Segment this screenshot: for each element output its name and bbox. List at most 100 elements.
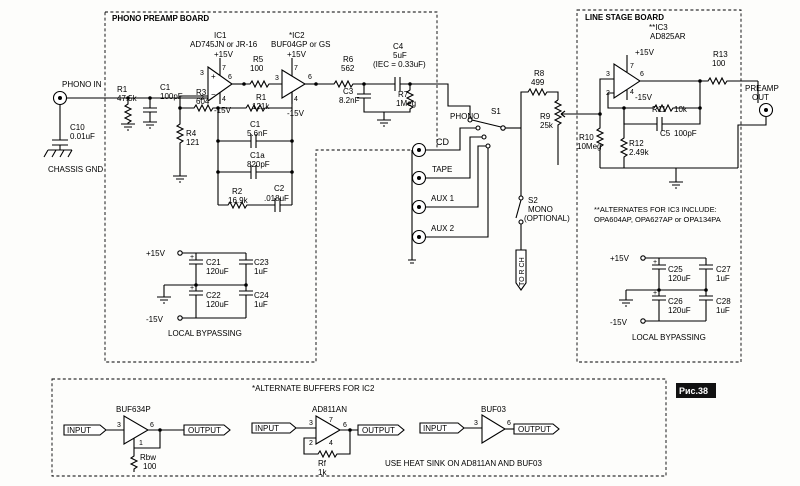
ic3-pin6: 6	[640, 71, 644, 78]
r12-ref: R12	[629, 139, 644, 148]
r10-ref: R10	[579, 133, 594, 142]
preamp-out-label-2: OUT	[752, 93, 769, 102]
ad811an-input-arrow	[251, 422, 297, 434]
s1-ref: S1	[491, 107, 501, 116]
r5-ref: R5	[253, 55, 264, 64]
ad811an-symbol	[296, 415, 358, 459]
r1b-ref: R1	[256, 93, 267, 102]
buf03-input-arrow	[419, 422, 465, 434]
line-ground-wire	[600, 167, 738, 182]
s2-mono-switch	[515, 128, 524, 250]
r4-resistor	[173, 108, 187, 183]
c25-value: 120uF	[668, 274, 691, 283]
r1b-value: 121k	[252, 102, 270, 111]
r7-resistor	[384, 84, 415, 113]
r10-resistor	[595, 114, 605, 168]
phono-bypass-vplus: +15V	[146, 249, 166, 258]
ic2-pin6: 6	[308, 74, 312, 81]
phono-local-bypassing: LOCAL BYPASSING	[168, 329, 242, 338]
to-r-ch-label: TO R CH	[519, 257, 526, 286]
alt-buffers-outline	[51, 378, 667, 477]
rbw-value: 100	[143, 462, 157, 471]
ic1-ref: IC1	[214, 31, 227, 40]
line-ground-symbol	[669, 181, 683, 189]
buf634p-symbol	[106, 415, 184, 472]
phono-in-jack	[52, 90, 68, 106]
ad811an-input: INPUT	[255, 424, 279, 433]
c4-capacitor	[388, 77, 437, 91]
line-bypass-vminus: -15V	[610, 318, 628, 327]
ic2-vplus: +15V	[287, 50, 307, 59]
ad811an-output-arrow	[357, 424, 405, 436]
aux1-jack	[411, 145, 486, 215]
to-r-ch-arrow	[515, 249, 527, 291]
line-board-title: LINE STAGE BOARD	[585, 13, 664, 22]
r12-resistor	[619, 108, 629, 168]
r1-value: 47.5k	[117, 94, 138, 103]
rbw-ref: Rbw	[140, 453, 156, 462]
phono-position-label: PHONO	[450, 112, 479, 121]
c10-value: 0.01uF	[70, 132, 95, 141]
c1a-capacitor	[216, 165, 294, 179]
ad811an-output: OUTPUT	[362, 426, 395, 435]
r13-ref: R13	[713, 50, 728, 59]
c4-note: (IEC = 0.33uF)	[373, 60, 426, 69]
c25-ref: C25	[668, 265, 683, 274]
line-bypass-network	[619, 255, 713, 324]
c1-ref: C1	[250, 120, 261, 129]
ic1-pin2: 2	[200, 95, 204, 102]
jacks-ground	[408, 150, 416, 264]
s1-selector-switch	[467, 117, 521, 149]
c4-ref: C4	[393, 42, 404, 51]
ic1-pin4: 4	[222, 96, 226, 103]
c21-plus: +	[190, 254, 194, 261]
ic2-pin4: 4	[294, 96, 298, 103]
c28-value: 1uF	[716, 306, 730, 315]
cd-label: CD	[436, 137, 449, 147]
c1-value: 5.6nF	[247, 129, 268, 138]
c23-ref: C23	[254, 258, 269, 267]
r6-ref: R6	[343, 55, 354, 64]
phono-out-wire	[437, 83, 471, 118]
preamp-out-label-1: PREAMP	[745, 84, 779, 93]
r8-ref: R8	[534, 69, 545, 78]
buf634p-pin6: 6	[150, 422, 154, 429]
ad811an-pin4: 4	[329, 440, 333, 447]
c27-value: 1uF	[716, 274, 730, 283]
c1a-value: 820pF	[247, 160, 270, 169]
c24-value: 1uF	[254, 300, 268, 309]
c22-value: 120uF	[206, 300, 229, 309]
s2-optional: (OPTIONAL)	[524, 214, 570, 223]
c3-capacitor	[357, 84, 391, 127]
r13-value: 100	[712, 59, 726, 68]
ic3-ref: **IC3	[649, 23, 668, 32]
c3-ref: C3	[343, 87, 354, 96]
ic1-minus-sign: −	[211, 90, 216, 99]
phono-bypass-vminus: -15V	[146, 315, 164, 324]
c25-plus: +	[653, 259, 657, 266]
r2-value: 16.9k	[228, 196, 249, 205]
buf634p-input-arrow	[63, 424, 107, 436]
r1-input-resistor	[121, 96, 135, 131]
aux1-label: AUX 1	[431, 194, 455, 203]
ic3-pin3: 3	[606, 71, 610, 78]
buf634p-output: OUTPUT	[188, 426, 221, 435]
c1-feedback-capacitor	[216, 134, 294, 148]
r9-ref: R9	[540, 112, 551, 121]
chassis-gnd-label: CHASSIS GND	[48, 165, 103, 174]
buf03-label: BUF03	[481, 405, 506, 414]
c4-value: 5uF	[393, 51, 407, 60]
r2-ref: R2	[232, 187, 243, 196]
rf-ref: Rf	[318, 459, 327, 468]
rc-network-rails	[217, 108, 293, 205]
c26-plus: +	[653, 290, 657, 297]
ic1-pin3: 3	[200, 70, 204, 77]
ic1-pin6: 6	[228, 74, 232, 81]
r8-resistor	[520, 87, 559, 128]
tape-label: TAPE	[432, 165, 452, 174]
ic3-inv-wire	[607, 92, 624, 109]
ic3-opamp	[613, 55, 642, 100]
c22-plus: +	[190, 285, 194, 292]
c22-ref: C22	[206, 291, 221, 300]
